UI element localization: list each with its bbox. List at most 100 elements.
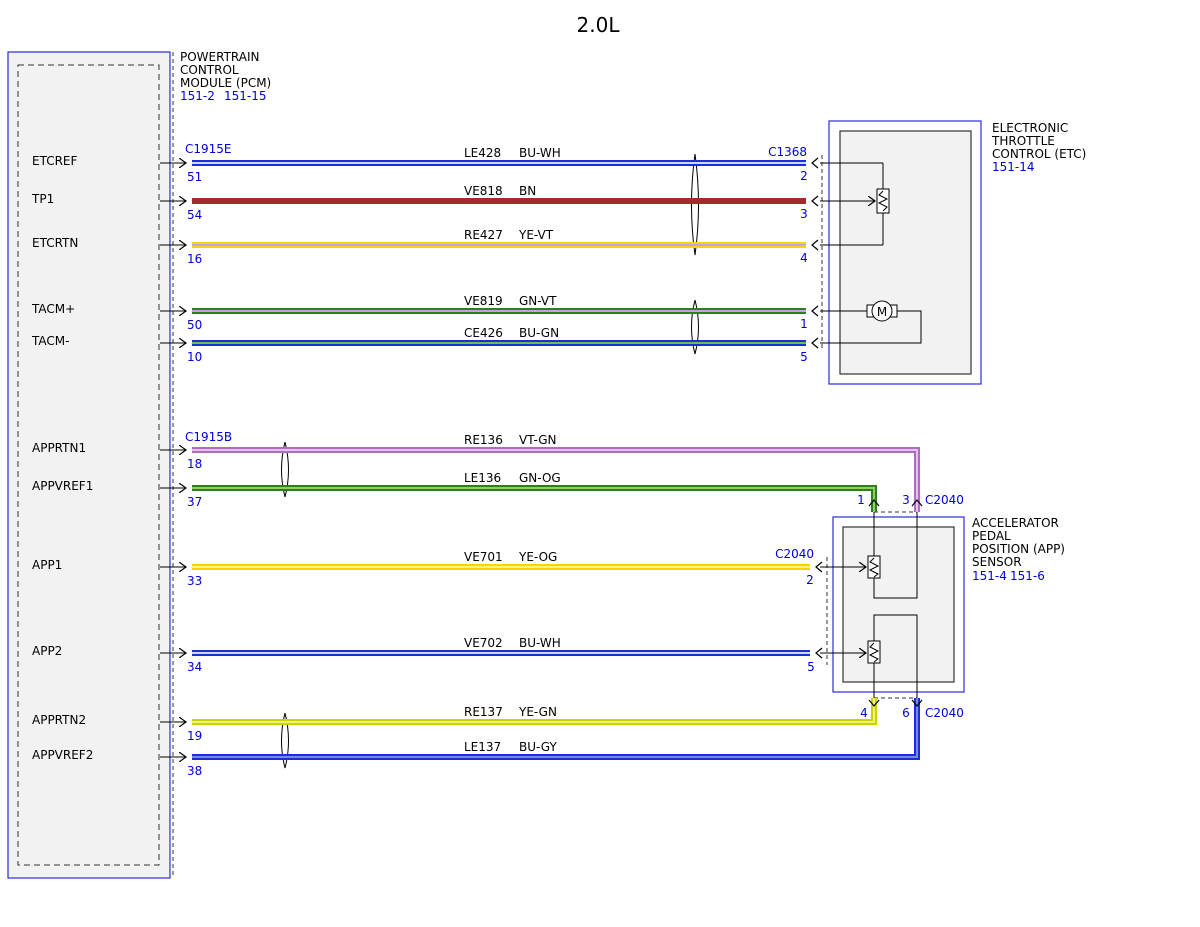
component-pin-number: 4 (800, 251, 808, 265)
circuit-row[interactable]: APPRTN1 18 RE136 VT-GN 3 (32, 433, 923, 512)
wire-color-code: BN (519, 184, 536, 198)
component-pin-number: 2 (806, 573, 814, 587)
component-pin-number: 5 (807, 660, 815, 674)
wire-circuit-id: VE702 (464, 636, 503, 650)
wire-re427[interactable] (160, 239, 819, 251)
component-pin-arrow (911, 499, 923, 507)
circuit-row[interactable]: ETCRTN 16 RE427 YE-VT 4 (32, 228, 819, 266)
pcm-pin-number: 33 (187, 574, 202, 588)
circuit-row[interactable]: APP2 34 VE702 BU-WH 5 (32, 636, 823, 674)
circuit-layer: ETCREF 51 LE428 BU-WH 2 TP1 54 VE818 BN … (31, 146, 923, 778)
wire-outer (192, 485, 877, 512)
pcm-inner-dashed (17, 64, 160, 866)
pcm-module: POWERTRAIN CONTROL MODULE (PCM) 151-2 15… (7, 50, 271, 879)
circuit-row[interactable]: APPRTN2 19 RE137 YE-GN 4 (32, 698, 880, 743)
signal-label: APPRTN1 (32, 441, 86, 455)
app-ref-2[interactable]: 151-6 (1010, 569, 1045, 583)
wire-color-code: YE-OG (518, 550, 557, 564)
signal-label: ETCRTN (32, 236, 78, 250)
wire-ve818[interactable] (160, 195, 819, 207)
wire-color-code: BU-WH (519, 146, 561, 160)
pcm-connector-c1915e[interactable]: C1915E (185, 142, 232, 156)
circuit-row[interactable]: APPVREF1 37 LE136 GN-OG 1 (32, 471, 880, 512)
component-pin-arrow (911, 699, 923, 707)
wire-stripe (192, 449, 918, 512)
etc-motor-label: M (877, 305, 887, 319)
signal-label: TP1 (31, 192, 54, 206)
app-sensor1-icon (867, 555, 881, 579)
app-connector-mid[interactable]: C2040 (775, 547, 814, 561)
app-box (832, 516, 965, 693)
signal-label: APP1 (32, 558, 62, 572)
circuit-row[interactable]: ETCREF 51 LE428 BU-WH 2 (32, 146, 819, 184)
app-ref-1[interactable]: 151-4 (972, 569, 1007, 583)
app-name-4: SENSOR (972, 555, 1022, 569)
wire-re136[interactable] (160, 449, 923, 512)
component-pin-arrow (811, 157, 819, 169)
pcm-pin-number: 10 (187, 350, 202, 364)
component-pin-number: 3 (800, 207, 808, 221)
signal-label: TACM- (31, 334, 69, 348)
app-name-1: ACCELERATOR (972, 516, 1059, 530)
app-connector-bottom[interactable]: C2040 (925, 706, 964, 720)
etc-motor-icon (871, 300, 893, 322)
etc-connector-c1368[interactable]: C1368 (768, 145, 807, 159)
component-pin-arrow (811, 239, 819, 251)
app-connector-top[interactable]: C2040 (925, 493, 964, 507)
component-pin-arrow (868, 499, 880, 507)
app-component: ACCELERATOR PEDAL POSITION (APP) SENSOR … (775, 493, 1065, 720)
signal-label: APP2 (32, 644, 62, 658)
wire-circuit-id: LE137 (464, 740, 501, 754)
app-name-3: POSITION (APP) (972, 542, 1065, 556)
wire-ve702[interactable] (160, 647, 823, 659)
wire-le428[interactable] (160, 157, 819, 169)
component-pin-number: 5 (800, 350, 808, 364)
component-pin-number: 6 (902, 706, 910, 720)
pcm-name-3: MODULE (PCM) (180, 76, 271, 90)
wire-ce426[interactable] (160, 337, 819, 349)
wire-ve819[interactable] (160, 305, 819, 317)
circuit-row[interactable]: TACM+ 50 VE819 GN-VT 1 (31, 294, 819, 332)
signal-label: TACM+ (31, 302, 75, 316)
etc-name-3: CONTROL (ETC) (992, 147, 1086, 161)
signal-label: ETCREF (32, 154, 78, 168)
component-pin-number: 4 (860, 706, 868, 720)
component-pin-arrow (815, 561, 823, 573)
signal-label: APPRTN2 (32, 713, 86, 727)
wire-circuit-id: RE137 (464, 705, 503, 719)
circuit-row[interactable]: TP1 54 VE818 BN 3 (31, 184, 819, 222)
pcm-connector-c1915b[interactable]: C1915B (185, 430, 232, 444)
pcm-pin-number: 16 (187, 252, 202, 266)
wire-circuit-id: RE427 (464, 228, 503, 242)
wire-color-code: YE-GN (518, 705, 557, 719)
pcm-ref-1[interactable]: 151-2 (180, 89, 215, 103)
component-pin-number: 3 (902, 493, 910, 507)
component-pin-arrow (868, 699, 880, 707)
pcm-pin-number: 19 (187, 729, 202, 743)
wire-color-code: YE-VT (518, 228, 554, 242)
wire-circuit-id: VE701 (464, 550, 503, 564)
circuit-row[interactable]: APPVREF2 38 LE137 BU-GY 6 (32, 698, 923, 778)
pcm-pin-number: 38 (187, 764, 202, 778)
pcm-name-2: CONTROL (180, 63, 239, 77)
wire-color-code: GN-VT (519, 294, 557, 308)
wire-ve701[interactable] (160, 561, 823, 573)
wire-circuit-id: VE819 (464, 294, 503, 308)
wire-le136[interactable] (160, 485, 880, 512)
etc-ref[interactable]: 151-14 (992, 160, 1035, 174)
wire-re137[interactable] (160, 698, 880, 722)
wire-le137[interactable] (160, 698, 923, 758)
etc-name-1: ELECTRONIC (992, 121, 1068, 135)
pcm-ref-2[interactable]: 151-15 (224, 89, 267, 103)
wire-circuit-id: VE818 (464, 184, 503, 198)
wire-circuit-id: CE426 (464, 326, 503, 340)
component-pin-number: 1 (800, 317, 808, 331)
pcm-pin-number: 37 (187, 495, 202, 509)
signal-label: APPVREF2 (32, 748, 93, 762)
wire-stripe (192, 698, 918, 758)
circuit-row[interactable]: TACM- 10 CE426 BU-GN 5 (31, 326, 819, 364)
wire-color-code: BU-GY (519, 740, 557, 754)
pcm-pin-number: 34 (187, 660, 202, 674)
circuit-row[interactable]: APP1 33 VE701 YE-OG 2 (32, 550, 823, 588)
app-inner (842, 526, 955, 683)
